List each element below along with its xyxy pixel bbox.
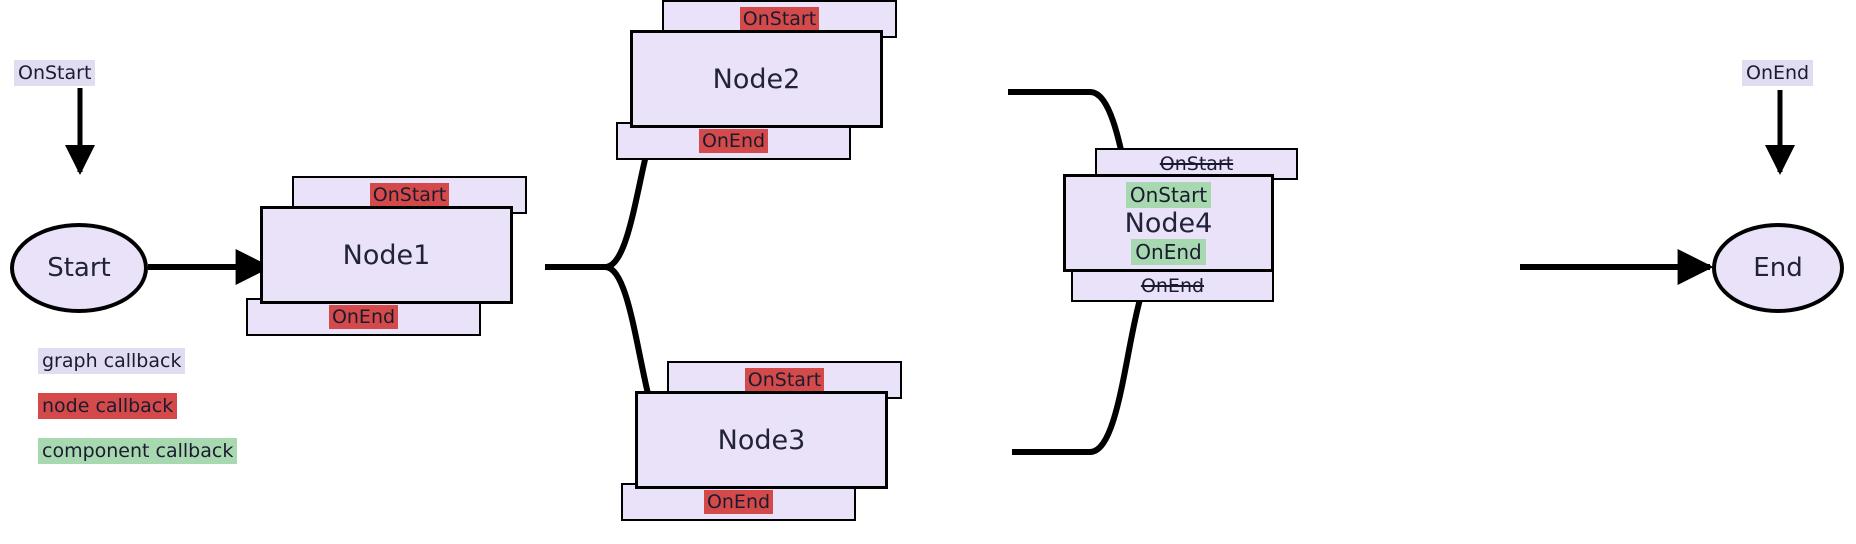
node4-title: Node4 — [1124, 207, 1213, 239]
node2-body[interactable]: Node2 — [630, 30, 883, 128]
node4-inner-onstart: OnStart — [1125, 181, 1212, 208]
node1-body[interactable]: Node1 — [260, 206, 513, 304]
terminal-end[interactable]: End — [1712, 223, 1844, 313]
node3-bottom-bar-label: OnEnd — [703, 490, 774, 514]
node2-bottom-bar-label: OnEnd — [698, 129, 769, 153]
legend-item-component-callback: component callback — [38, 438, 238, 464]
node4-body[interactable]: OnStart Node4 OnEnd — [1063, 174, 1274, 272]
graph-callback-onstart-label: OnStart — [14, 60, 96, 86]
node2-top-bar-label: OnStart — [739, 7, 820, 31]
legend-item-node-callback: node callback — [38, 393, 178, 419]
node-node1[interactable]: OnStart Node1 OnEnd — [246, 170, 560, 350]
terminal-start[interactable]: Start — [10, 223, 148, 313]
node4-inner-onend: OnEnd — [1131, 238, 1206, 265]
node1-bottom-bar[interactable]: OnEnd — [246, 298, 481, 336]
legend-item-graph-callback: graph callback — [38, 348, 186, 374]
legend-row-graph: graph callback — [38, 348, 237, 393]
node-node4[interactable]: OnStart OnStart Node4 OnEnd OnEnd — [1063, 142, 1363, 327]
node1-title: Node1 — [342, 239, 431, 271]
graph-callback-onend-label: OnEnd — [1742, 60, 1814, 86]
node3-body[interactable]: Node3 — [635, 391, 888, 489]
node2-title: Node2 — [712, 63, 801, 95]
node4-inner-onstart-label: OnStart — [1125, 181, 1212, 208]
node-node3[interactable]: OnStart Node3 OnEnd — [621, 355, 935, 535]
node4-top-bar-label: OnStart — [1159, 153, 1234, 175]
node-node2[interactable]: OnStart Node2 OnEnd — [616, 0, 930, 174]
legend: graph callback node callback component c… — [38, 348, 238, 483]
node4-inner-onend-label: OnEnd — [1131, 238, 1206, 265]
terminal-start-label: Start — [47, 253, 111, 283]
terminal-end-label: End — [1753, 253, 1803, 283]
node3-top-bar-label: OnStart — [744, 368, 825, 392]
node1-top-bar-label: OnStart — [369, 183, 450, 207]
legend-row-component: component callback — [38, 438, 238, 483]
node4-bottom-bar-label: OnEnd — [1140, 275, 1205, 297]
node3-title: Node3 — [717, 424, 806, 456]
legend-row-node: node callback — [38, 393, 237, 438]
node4-bottom-bar[interactable]: OnEnd — [1071, 270, 1274, 302]
node1-bottom-bar-label: OnEnd — [328, 305, 399, 329]
